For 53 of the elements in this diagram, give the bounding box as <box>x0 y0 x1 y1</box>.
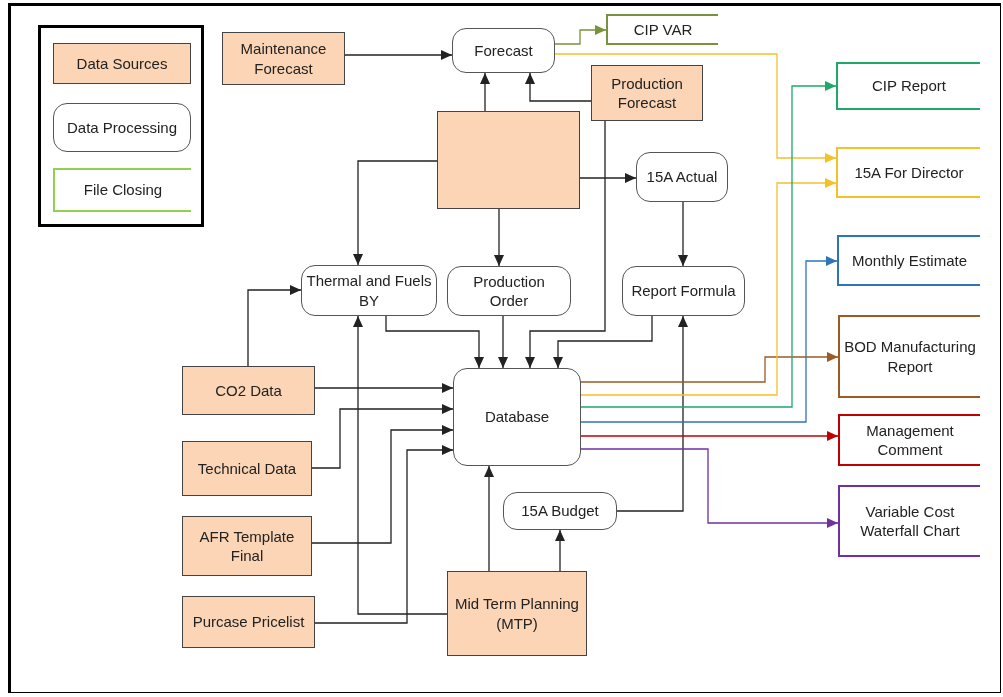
arrow <box>353 315 448 615</box>
arrow <box>580 178 837 396</box>
process-box: 15A Budget <box>503 492 617 530</box>
arrow <box>247 285 302 367</box>
report-box: BOD Manufacturing Report <box>838 315 980 398</box>
data-source-box: Technical Data <box>182 441 312 496</box>
data-source-box: AFR Template Final <box>182 516 312 576</box>
data-source-box: Production Forecast <box>591 65 703 121</box>
report-box: 15A For Director <box>836 147 980 198</box>
arrow <box>580 256 838 423</box>
arrow <box>525 120 606 369</box>
arrow <box>579 173 637 183</box>
report-box: CIP VAR <box>606 14 718 45</box>
arrow <box>580 352 839 383</box>
report-box: CIP Report <box>836 62 980 110</box>
arrow <box>498 315 508 369</box>
data-source-box: Purcase Pricelist <box>182 596 315 648</box>
arrow <box>484 465 494 572</box>
arrow <box>580 431 839 441</box>
process-box: Database <box>453 368 581 466</box>
arrow <box>554 53 837 163</box>
legend-closing-sample: File Closing <box>53 168 191 212</box>
arrow <box>344 50 453 60</box>
arrow <box>580 448 839 528</box>
arrow <box>494 208 504 267</box>
data-source-box: Mid Term Planning (MTP) <box>447 571 587 656</box>
process-box: Production Order <box>447 266 571 316</box>
arrow <box>580 81 837 408</box>
report-box: Management Comment <box>838 414 980 466</box>
process-box: Thermal and Fuels BY <box>301 265 437 316</box>
legend-swatch: Data Sources <box>53 43 191 84</box>
arrow <box>353 160 438 266</box>
arrow <box>314 445 454 624</box>
arrow <box>385 315 484 369</box>
arrow <box>314 383 454 393</box>
data-source-box <box>437 111 580 209</box>
arrow <box>311 404 454 469</box>
arrow <box>311 425 454 544</box>
legend-processing-sample: Data Processing <box>53 103 191 152</box>
arrow <box>553 315 653 369</box>
data-source-box: CO2 Data <box>182 366 315 415</box>
arrow <box>525 72 592 102</box>
arrow <box>480 72 490 112</box>
report-box: Variable Cost Waterfall Chart <box>838 485 980 557</box>
arrow <box>554 25 607 45</box>
arrow <box>555 529 565 572</box>
data-source-box: Maintenance Forecast <box>222 32 345 85</box>
process-box: Report Formula <box>622 266 745 316</box>
arrow <box>678 201 688 267</box>
process-box: 15A Actual <box>636 152 728 202</box>
report-box: Monthly Estimate <box>837 235 980 286</box>
arrow <box>616 315 688 512</box>
process-box: Forecast <box>452 28 555 73</box>
